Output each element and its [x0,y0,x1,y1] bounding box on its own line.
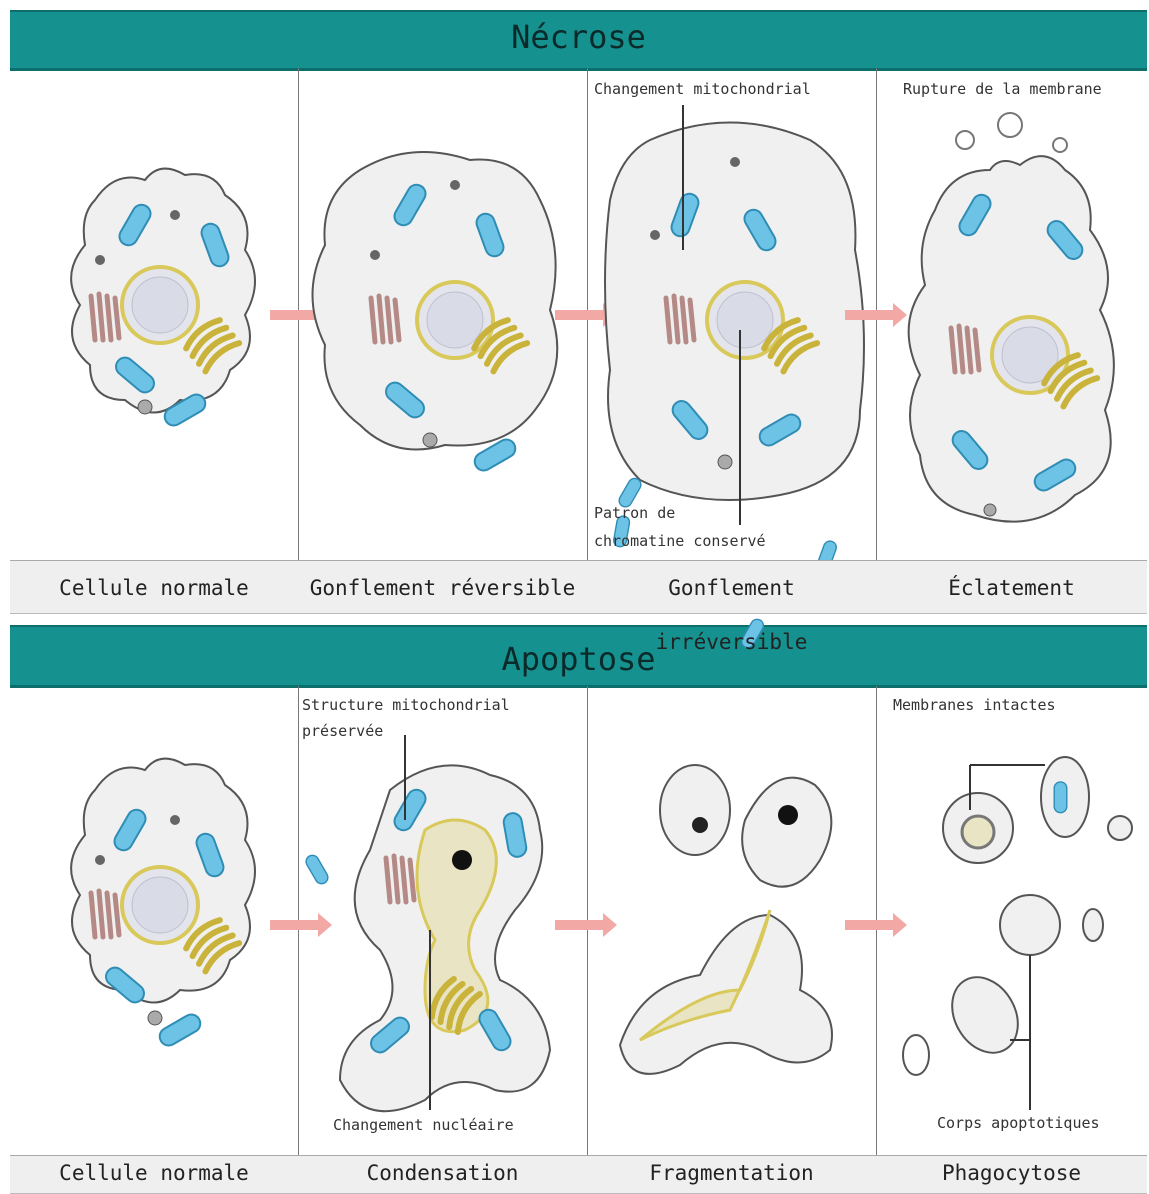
arrow [270,913,332,937]
cell-rupture [909,113,1114,522]
annotation-mito-structure-line2: préservée [302,718,383,745]
caption-phagocytose: Phagocytose [876,1156,1147,1190]
cell-normal-necrose [71,169,255,429]
annotation-mito-structure-line1: Structure mitochondrial [302,692,510,719]
caption-fragmentation: Fragmentation [587,1156,876,1190]
cell-condensation [340,735,550,1111]
arrow [555,913,617,937]
cell-swelling-reversible [313,152,558,474]
arrow [845,913,907,937]
apoptose-caption-row: Cellule normale Condensation Fragmentati… [10,1155,1147,1194]
caption-eclatement: Éclatement [876,561,1147,615]
caption-cellule-normale-2: Cellule normale [10,1156,298,1190]
annotation-nuclear-change: Changement nucléaire [333,1112,514,1139]
annotation-chromatin-line1: Patron de [594,500,675,527]
caption-gonflement-reversible: Gonflement réversible [298,561,587,615]
annotation-apoptotic-bodies: Corps apoptotiques [937,1110,1100,1137]
necrose-caption-row: Cellule normale Gonflement réversible Go… [10,560,1147,614]
caption-cellule-normale: Cellule normale [10,561,298,615]
caption-condensation: Condensation [298,1156,587,1190]
annotation-chromatin-line2: chromatine conservé [594,528,766,555]
annotation-membrane-rupture: Rupture de la membrane [903,76,1102,103]
annotation-membranes-intact: Membranes intactes [893,692,1056,719]
cell-swelling-irreversible [605,105,864,525]
caption-gonflement-irreversible: Gonflement irréversible [587,561,876,669]
cell-normal-apoptose [71,759,255,1049]
annotation-mito-change: Changement mitochondrial [594,76,811,103]
